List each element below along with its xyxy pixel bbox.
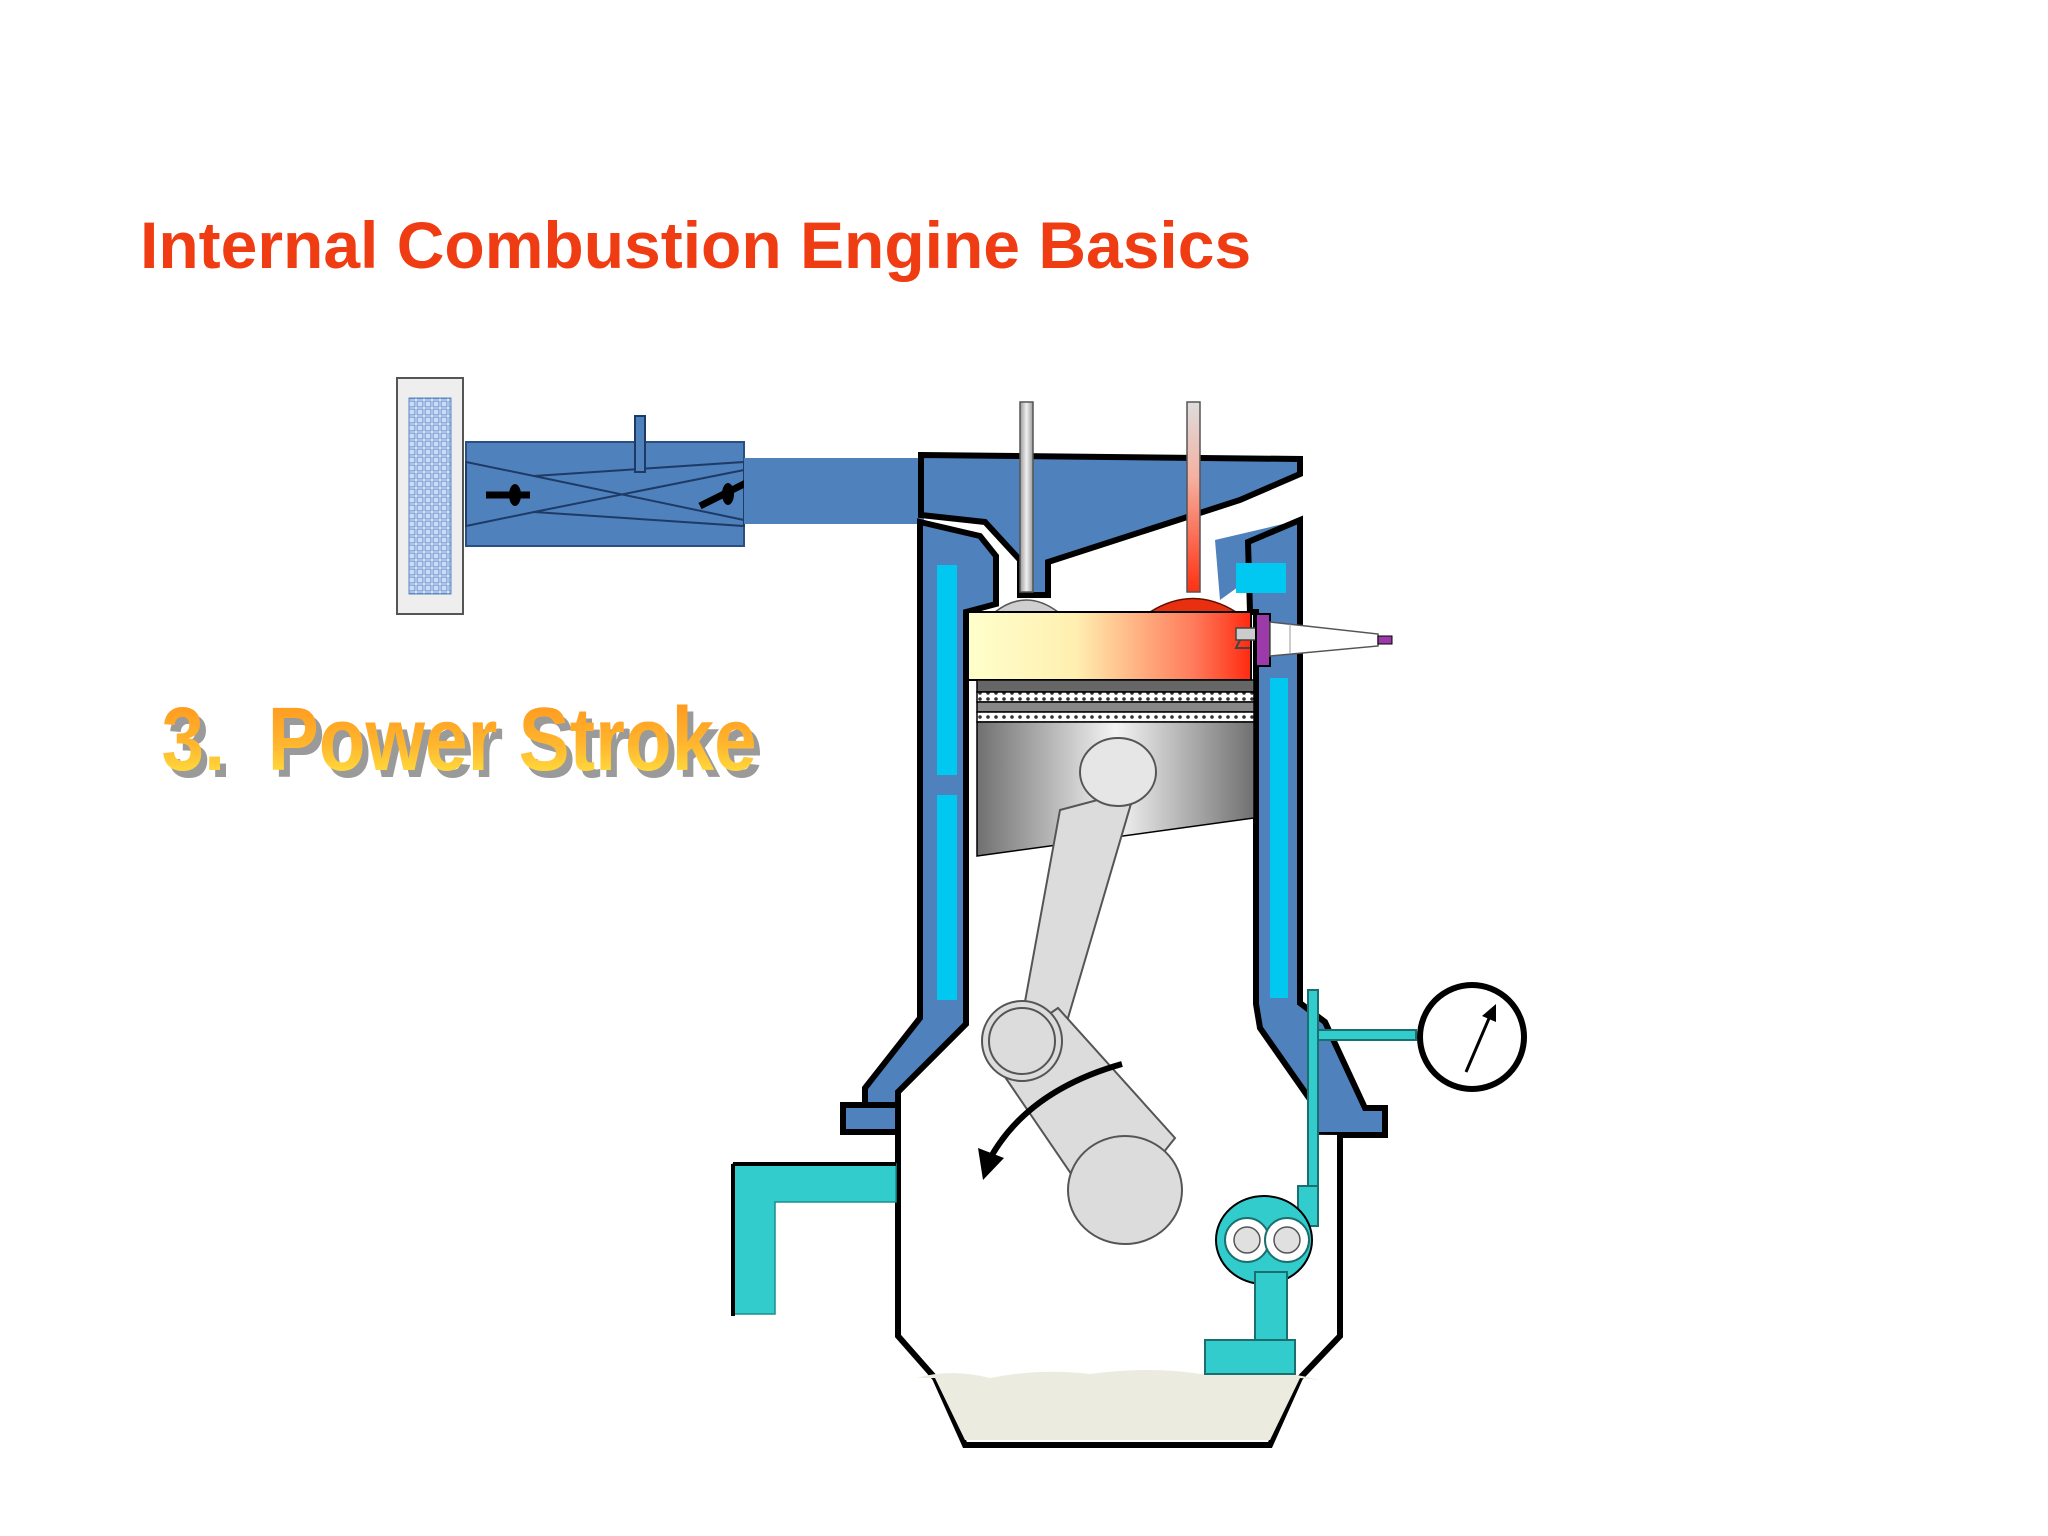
- oil-sump: [917, 1370, 1320, 1440]
- spark-plug: [1234, 613, 1393, 667]
- coolant-passage-left-lower: [937, 795, 957, 1000]
- cylinder-head: [918, 451, 1303, 598]
- rotation-arrow-icon: [978, 1061, 1123, 1180]
- intake-valve: [992, 401, 1061, 613]
- choke-valve: [486, 484, 530, 506]
- exhaust-valve: [1147, 401, 1239, 613]
- coolant-passage-left-upper: [937, 565, 957, 775]
- stroke-label: 3. Power Stroke 3. Power Stroke: [162, 688, 763, 796]
- breather-pipe: [732, 1163, 897, 1315]
- carburetor: [465, 415, 754, 547]
- coolant-passage-right-top: [1236, 563, 1286, 593]
- pump-pickup-tube: [1254, 1271, 1288, 1343]
- cylinder-wall-left: [862, 518, 999, 1113]
- slide-title: Internal Combustion Engine Basics: [140, 208, 1252, 282]
- gauge-needle-arrow-icon: [1482, 1004, 1496, 1022]
- oil-pickup-screen: [1204, 1339, 1296, 1375]
- gauge-needle: [1464, 1015, 1492, 1073]
- stroke-label-shadow: 3. Power Stroke: [167, 695, 762, 796]
- crankcase-flange-left: [840, 1102, 901, 1135]
- oil-pressure-gauge: [1417, 982, 1527, 1092]
- piston-pin: [1079, 737, 1157, 807]
- throttle-valve: [698, 476, 754, 510]
- connecting-rod: [1016, 737, 1157, 1042]
- air-filter: [396, 377, 464, 615]
- stroke-label-text: 3. Power Stroke: [162, 688, 757, 789]
- combustion-chamber: [967, 611, 1252, 681]
- crankshaft: [981, 1000, 1183, 1245]
- intake-manifold: [744, 458, 924, 524]
- coolant-passage-right: [1270, 678, 1288, 998]
- oil-pump: [1204, 1195, 1313, 1375]
